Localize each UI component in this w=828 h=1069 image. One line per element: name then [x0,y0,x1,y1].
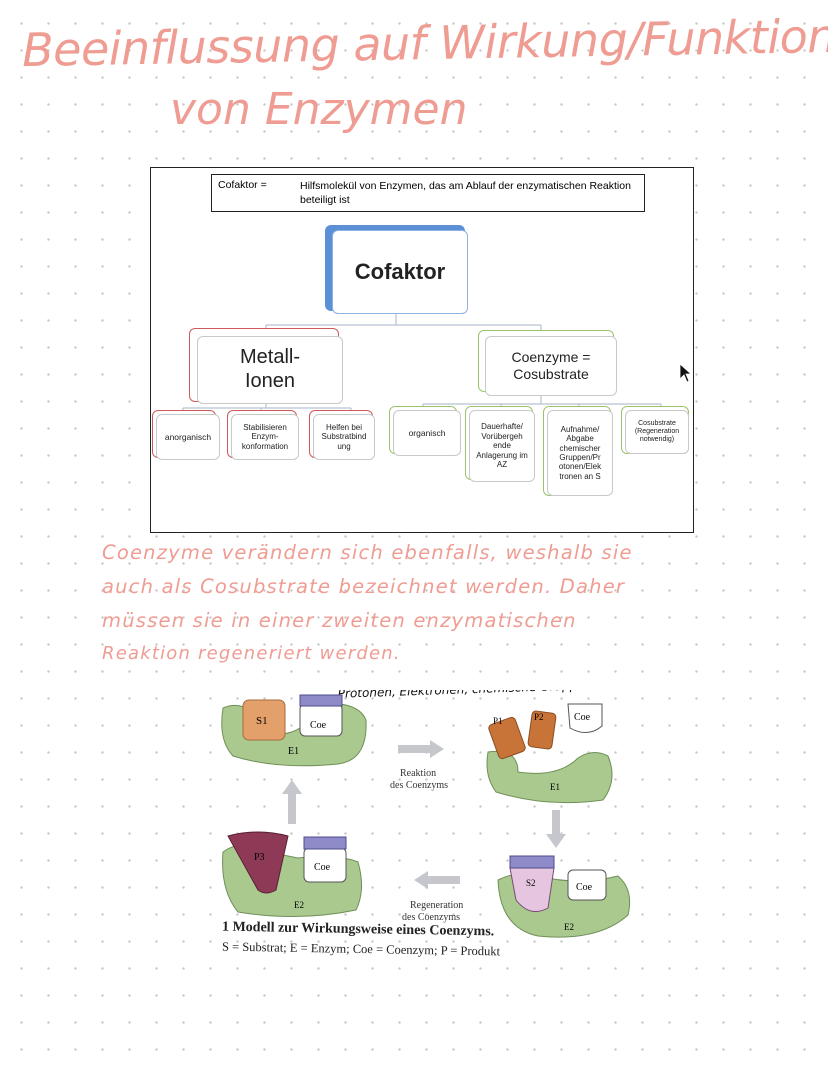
label-p2: P2 [534,712,544,722]
label-coe-4: Coe [314,862,331,873]
metal-ions-line1: Metall- [239,346,300,369]
label-e2-1: E2 [564,922,574,932]
label-coe-2: Coe [574,712,591,723]
enzyme-e1-open: P1 P2 Coe E1 [486,703,613,804]
node-metal-ions: Metall- Ionen [197,336,343,404]
leaf-anorganisch: anorganisch [156,414,220,460]
arrow-up-icon [282,780,302,824]
note-line-2: auch als Cosubstrate bezeichnet werden. … [102,575,626,598]
label-coe-1: Coe [310,720,327,731]
leaf-substrate-binding: Helfen bei Substratbind ung [313,414,375,460]
enzyme-e1-complex: S1 Coe E1 [221,694,367,767]
mouse-cursor-icon [679,363,693,383]
note-line-1: Coenzyme verändern sich ebenfalls, wesha… [102,541,633,564]
label-p1: P1 [493,716,503,726]
arrow-left-icon [414,871,460,889]
leaf-stabilize-conformation: Stabilisieren Enzym-konformation [231,414,299,460]
metal-ions-line2: Ionen [244,370,296,392]
label-p3: P3 [254,852,265,863]
definition-box: Cofaktor = Hilfsmolekül von Enzymen, das… [211,174,645,212]
label-e2-2: E2 [294,900,304,910]
coenzyme-line2: Cosubstrate [513,366,589,382]
page-title-line1: Beeinflussung auf Wirkung/Funktion [21,8,828,78]
definition-label: Cofaktor = [218,179,267,191]
note-line-3: müssen sie in einer zweiten enzymatische… [102,609,577,632]
leaf-organisch: organisch [393,410,461,456]
note-line-4: Reaktion regeneriert werden. [102,643,401,664]
page-title-line2: von Enzymen [170,84,468,135]
coenzyme-line1: Coenzyme = [511,349,591,366]
leaf-attachment: Dauerhafte/ Vorübergeh ende Anlagerung i… [469,410,535,482]
label-e1-1: E1 [288,746,299,757]
node-coenzyme: Coenzyme = Cosubstrate [485,336,617,396]
arrow-right-icon [398,740,444,758]
cofactor-diagram: Cofaktor = Hilfsmolekül von Enzymen, das… [150,167,694,533]
leaf-transfer-groups: Aufnahme/ Abgabe chemischer Gruppen/Pr o… [547,410,613,496]
label-e1-2: E1 [550,782,560,792]
label-s2: S2 [526,878,536,888]
enzyme-e2-with-p3: P3 Coe E2 [222,831,362,918]
root-node-cofaktor: Cofaktor [332,230,468,314]
enzyme-e2-with-s2: S2 Coe E2 [497,855,631,938]
definition-text: Hilfsmolekül von Enzymen, das am Ablauf … [300,180,631,206]
arrow-down-icon [546,810,566,848]
label-coe-3: Coe [576,882,593,893]
label-s1: S1 [256,715,268,727]
leaf-cosubstrate-regeneration: Cosubstrate (Regeneration notwendig) [625,410,689,454]
